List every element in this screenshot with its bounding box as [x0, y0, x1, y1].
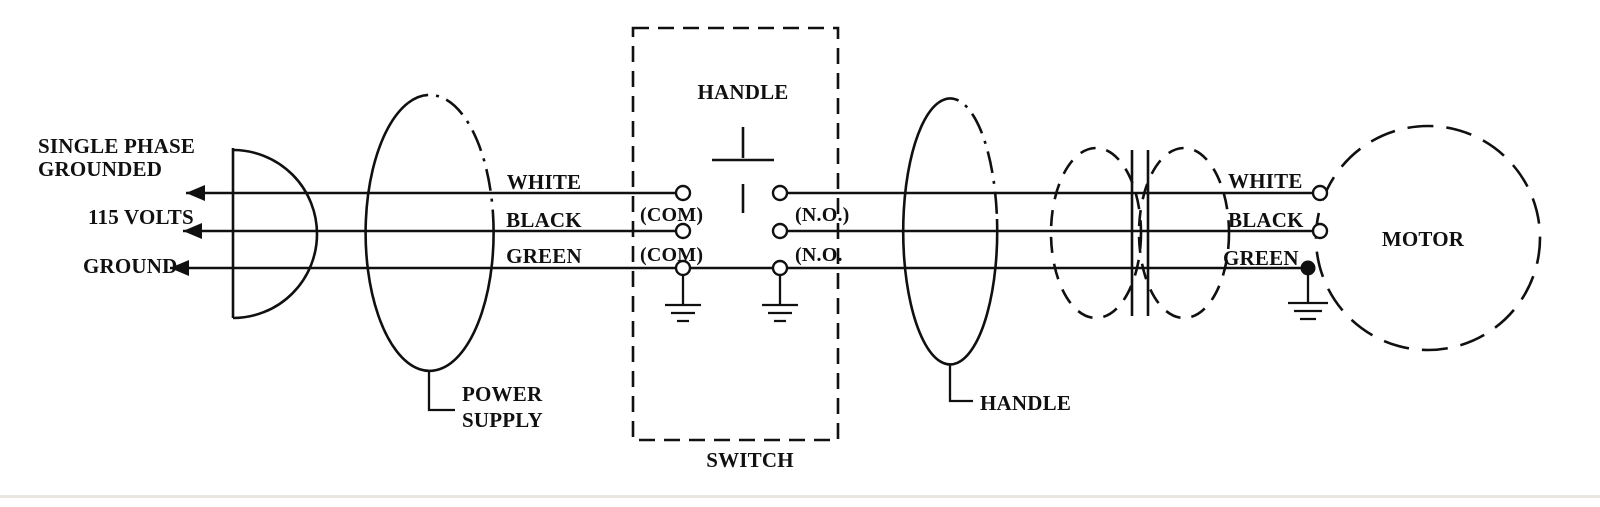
- plug-symbol: [231, 148, 319, 320]
- power-supply-label-line2: SUPPLY: [462, 408, 543, 432]
- ground-symbol-icon: [762, 303, 798, 323]
- power-supply-ellipse-dashed: [407, 93, 495, 215]
- terminal-label-no-bottom: (N.O.: [795, 244, 843, 266]
- switch-handle-label: HANDLE: [697, 80, 788, 104]
- handle-ellipse-dashed: [937, 97, 999, 220]
- switch-assembly: HANDLE SWITCH (COM) (COM) (N.O.) (N.O.: [631, 26, 850, 472]
- terminal-com-black: [674, 222, 692, 240]
- right-wire-label-black: BLACK: [1228, 208, 1304, 232]
- connector-half-right: [1137, 146, 1231, 320]
- supply-arrows: [170, 185, 205, 276]
- bottom-edge-shadow: [0, 495, 1600, 498]
- power-supply-pointer: [427, 370, 455, 412]
- switch-ground-left: [665, 275, 701, 323]
- power-supply-ellipse-solid: [364, 101, 495, 373]
- right-wire-labels: WHITE BLACK GREEN: [1223, 169, 1304, 270]
- left-wire-label-black: BLACK: [506, 208, 582, 232]
- ground-symbol-icon: [665, 303, 701, 323]
- power-source-labels: SINGLE PHASE GROUNDED 115 VOLTS GROUND: [38, 134, 195, 278]
- terminal-no-black: [771, 222, 789, 240]
- switch-label: SWITCH: [706, 448, 794, 472]
- terminal-green-right: [771, 259, 789, 277]
- handle-ellipse-solid: [901, 101, 999, 366]
- terminal-label-no-top: (N.O.): [795, 204, 850, 226]
- handle-cable-symbol: HANDLE: [901, 97, 1071, 415]
- motor-ground: [1288, 275, 1328, 321]
- terminal-label-com-top: (COM): [640, 204, 703, 226]
- left-wire-label-white: WHITE: [507, 170, 582, 194]
- terminal-green-left: [674, 259, 692, 277]
- wires: [170, 191, 1313, 270]
- motor-terminal-black: [1311, 222, 1329, 240]
- arrow-white-icon: [186, 185, 205, 201]
- switch-actuator-icon: [712, 127, 774, 213]
- terminal-no-white: [771, 184, 789, 202]
- connector-symbol: [1049, 146, 1231, 320]
- right-wire-label-green: GREEN: [1223, 246, 1299, 270]
- motor-terminal-white: [1311, 184, 1329, 202]
- connector-half-left: [1049, 146, 1143, 320]
- left-wire-labels: WHITE BLACK GREEN: [506, 170, 582, 268]
- plug-arc: [232, 148, 319, 320]
- switch-ground-right: [762, 275, 798, 323]
- source-label-line2: GROUNDED: [38, 157, 162, 181]
- source-label-line1: SINGLE PHASE: [38, 134, 195, 158]
- left-wire-label-green: GREEN: [506, 244, 582, 268]
- right-wire-label-white: WHITE: [1228, 169, 1303, 193]
- ground-label: GROUND: [83, 254, 178, 278]
- motor-ground-junction: [1300, 260, 1316, 276]
- voltage-label: 115 VOLTS: [88, 205, 194, 229]
- motor-label: MOTOR: [1382, 227, 1465, 251]
- terminal-label-com-bottom: (COM): [640, 244, 703, 266]
- handle-pointer: [948, 364, 973, 403]
- arrow-black-icon: [183, 223, 202, 239]
- terminal-com-white: [674, 184, 692, 202]
- power-supply-label-line1: POWER: [462, 382, 543, 406]
- arrow-green-icon: [170, 260, 189, 276]
- switch-boundary-box: [631, 26, 840, 442]
- ground-symbol-icon: [1288, 301, 1328, 321]
- motor-symbol: MOTOR: [1288, 124, 1542, 352]
- power-supply-symbol: POWER SUPPLY: [364, 93, 543, 432]
- handle-label: HANDLE: [980, 391, 1071, 415]
